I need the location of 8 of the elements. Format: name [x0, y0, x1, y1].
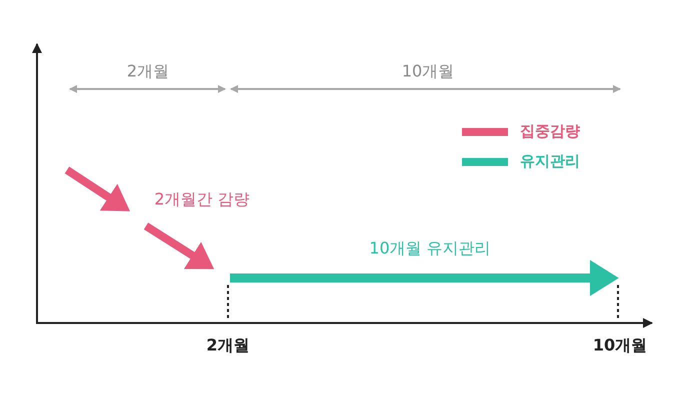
axis-label: 10개월 — [592, 336, 648, 356]
trend-label: 10개월 유지관리 — [369, 238, 491, 260]
legend-label: 집중감량 — [520, 122, 580, 141]
dimension-label: 10개월 — [402, 62, 454, 82]
dimension-label: 2개월 — [126, 62, 170, 82]
legend-label: 유지관리 — [520, 152, 580, 171]
trend-label: 2개월간 감량 — [154, 190, 250, 210]
axis-label: 2개월 — [206, 336, 250, 356]
